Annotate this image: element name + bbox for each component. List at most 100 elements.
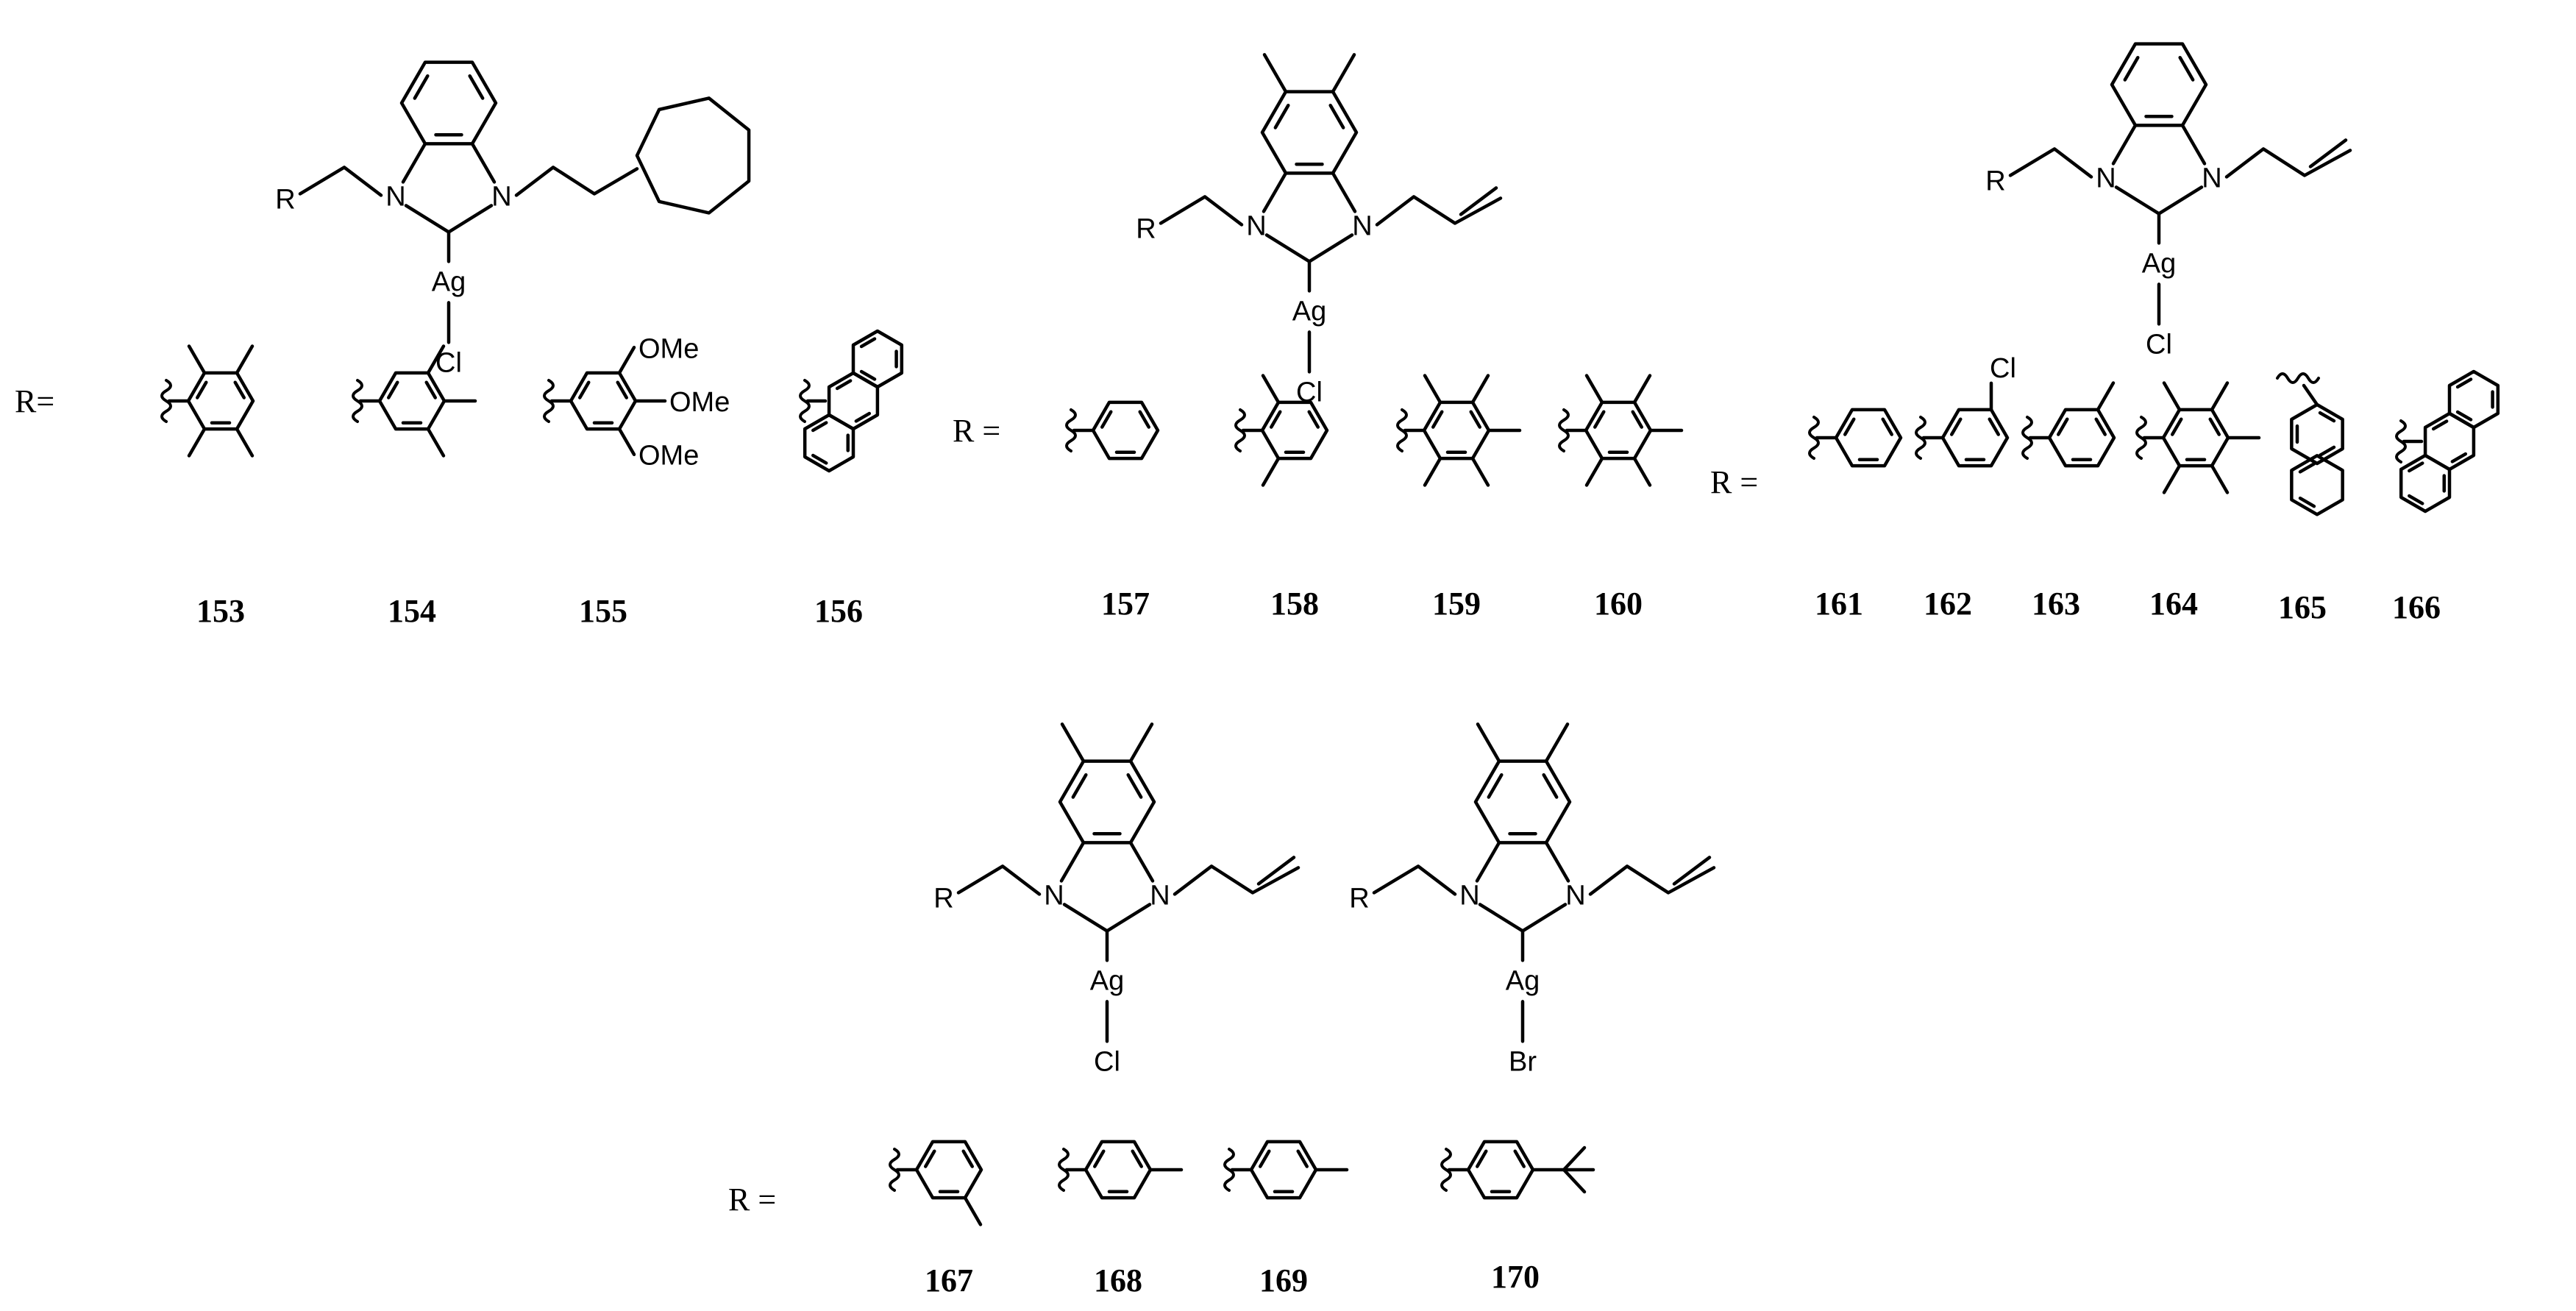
bond (1059, 841, 1086, 883)
compound-number-153: 153 (196, 593, 245, 629)
bond (1372, 864, 1457, 896)
ring (851, 329, 904, 389)
bond (1093, 1149, 1106, 1168)
silver-atom: Ag (1090, 965, 1124, 996)
r-group-154 (352, 344, 477, 458)
bond (2171, 417, 2183, 436)
bond (1988, 417, 2000, 436)
bond (1062, 903, 1109, 933)
bond (1307, 233, 1354, 263)
bond (1470, 374, 1490, 405)
attachment-wavy-bond (352, 379, 363, 423)
bond (514, 166, 639, 197)
compound-number: 157 (1101, 586, 1150, 622)
bond (2162, 463, 2182, 494)
bond (1138, 410, 1150, 429)
ring (377, 371, 446, 431)
bond (2094, 417, 2107, 436)
bond (2308, 138, 2348, 168)
bond (1459, 186, 1498, 216)
attachment-wavy-bond (1915, 416, 1926, 460)
bond (1259, 1149, 1271, 1168)
compound-number-158: 158 (1270, 586, 1319, 622)
bond (2157, 185, 2204, 216)
ring (186, 371, 255, 431)
compound-number-157: 157 (1101, 586, 1150, 622)
r-equals-label: R = (728, 1182, 776, 1218)
attachment-wavy-bond (889, 1148, 900, 1192)
bond (617, 427, 636, 456)
r-group-169 (1223, 1140, 1349, 1200)
compound-number-165: 165 (2278, 589, 2327, 625)
r-group-label: R (933, 883, 953, 914)
ring (803, 413, 855, 473)
ring (1091, 400, 1160, 461)
ring (1249, 1140, 1318, 1200)
halide-atom: Br (1509, 1046, 1537, 1077)
bond (811, 421, 828, 433)
halide-atom: Cl (2146, 329, 2172, 360)
bond (2178, 56, 2195, 82)
ring (1422, 400, 1491, 461)
bond (2111, 124, 2138, 166)
bond (1470, 456, 1490, 487)
bond (2318, 411, 2336, 423)
compound-number-163: 163 (2032, 586, 2080, 622)
bond (1562, 1145, 1587, 1172)
bond (1307, 410, 1320, 429)
nitrogen-atom: N (1246, 210, 1266, 241)
bond (2210, 381, 2230, 412)
compound-number-156: 156 (814, 593, 863, 629)
bond (1264, 233, 1312, 263)
ring (569, 371, 638, 431)
compound-number-155: 155 (579, 593, 627, 629)
bond (1476, 722, 1501, 763)
compound-number: 155 (579, 593, 627, 629)
bond (196, 380, 208, 399)
compound-number: 156 (814, 593, 863, 629)
r-group-165 (2276, 372, 2344, 516)
compound-number: 165 (2278, 589, 2327, 625)
silver-atom: Ag (432, 266, 466, 297)
bond (859, 369, 877, 381)
bond (1328, 104, 1345, 129)
bond (2123, 56, 2140, 82)
bond (1261, 456, 1281, 487)
compound-number: 154 (388, 593, 436, 629)
compound-number-161: 161 (1815, 586, 1863, 622)
bond (2408, 494, 2424, 505)
bond (2210, 463, 2230, 494)
bond (235, 427, 255, 458)
bond (1475, 841, 1501, 883)
bond (1131, 1149, 1143, 1168)
compound-number: 158 (1270, 586, 1319, 622)
bond (2298, 496, 2316, 508)
compound-number: 168 (1094, 1262, 1142, 1298)
methoxy-label: OMe (638, 441, 699, 472)
compound-number-166: 166 (2392, 589, 2441, 625)
compound-number-164: 164 (2149, 586, 2198, 622)
bond (2455, 377, 2473, 389)
bond (2162, 381, 2182, 412)
bond (387, 380, 399, 399)
nitrogen-atom: N (2202, 163, 2221, 193)
silver-atom: Ag (1506, 965, 1540, 996)
bond (924, 1149, 936, 1168)
nitrogen-atom: N (491, 181, 511, 212)
bond (1159, 195, 1244, 227)
ring (1834, 408, 1903, 468)
attachment-wavy-bond (2021, 416, 2033, 460)
attachment-wavy-bond (543, 379, 555, 423)
bond (1513, 1149, 1526, 1168)
bond (616, 380, 628, 399)
bond (298, 166, 383, 197)
bond (413, 74, 430, 100)
silver-atom: Ag (1292, 296, 1326, 327)
bond (1487, 773, 1504, 799)
ring (1473, 759, 1572, 845)
r-equals-label: R = (953, 413, 1000, 449)
ring (2399, 453, 2452, 514)
ring (2447, 369, 2500, 430)
